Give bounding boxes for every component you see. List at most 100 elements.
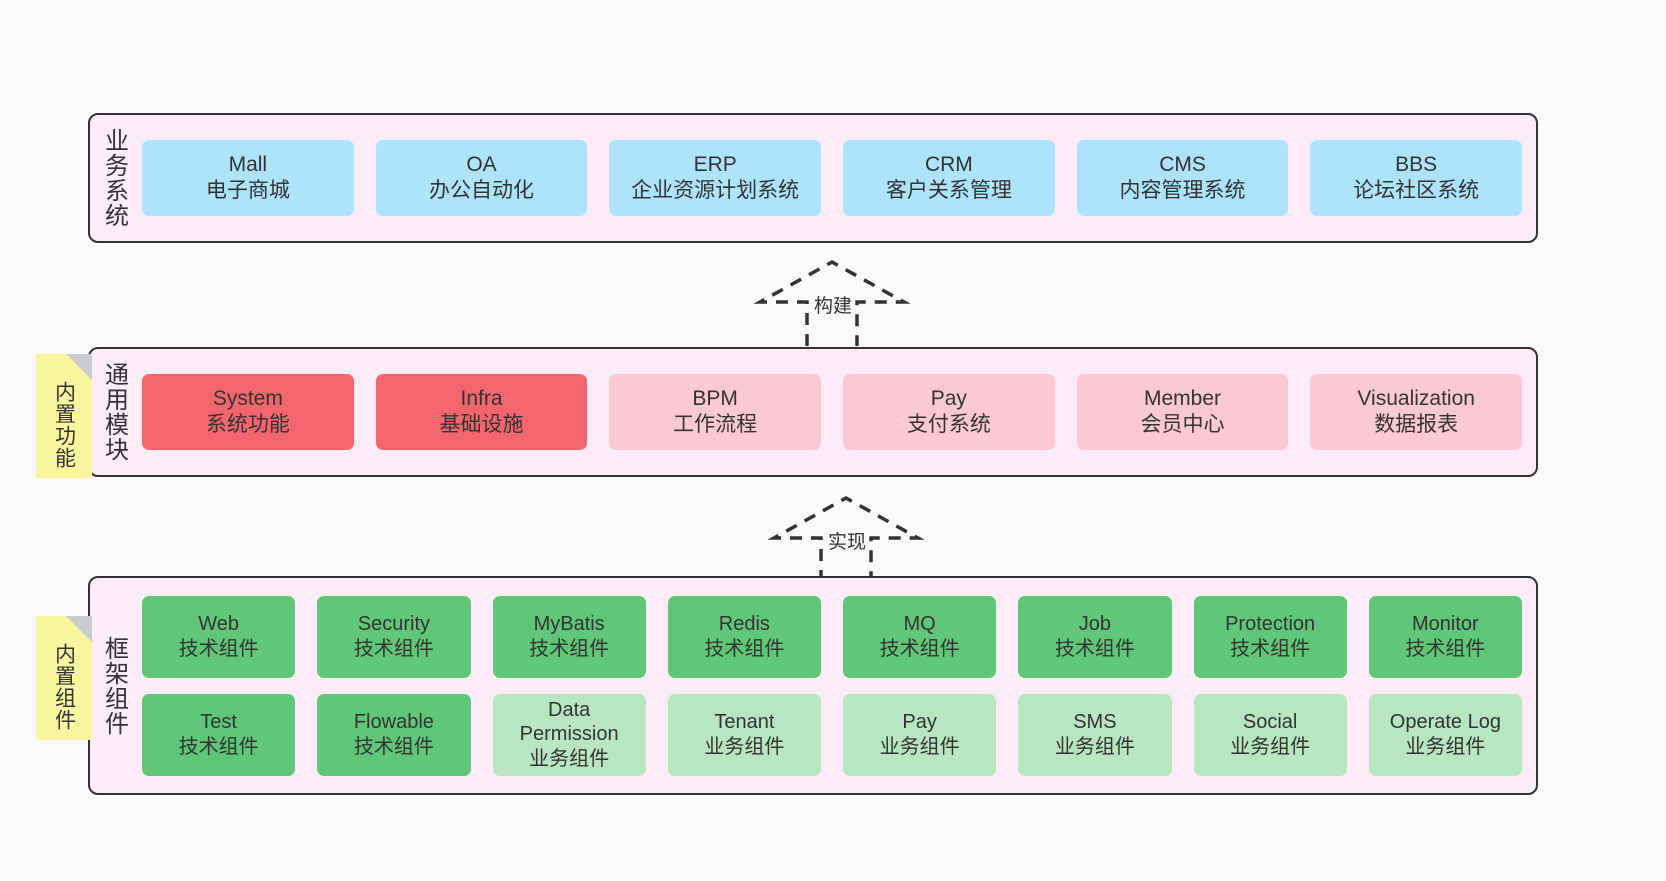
box-subtitle: 电子商城 bbox=[205, 179, 290, 202]
module-box-infra[interactable]: Infra 基础设施 bbox=[375, 374, 588, 450]
framework-box-sms[interactable]: SMS 业务组件 bbox=[1018, 693, 1172, 776]
layer-title-framework: 框架组件 bbox=[100, 635, 128, 736]
module-box-system[interactable]: System 系统功能 bbox=[142, 374, 354, 450]
box-subtitle: 内容管理系统 bbox=[1119, 179, 1246, 202]
framework-box-social[interactable]: Social 业务组件 bbox=[1193, 693, 1347, 776]
box-subtitle: 业务组件 bbox=[1054, 735, 1135, 758]
framework-box-job[interactable]: Job 技术组件 bbox=[1018, 595, 1172, 678]
box-title: Infra bbox=[460, 387, 503, 411]
box-subtitle: 技术组件 bbox=[1230, 637, 1311, 660]
box-title: Pay bbox=[930, 387, 967, 411]
module-box-pay[interactable]: Pay 支付系统 bbox=[843, 374, 1055, 450]
layer-title-modules: 通用模块 bbox=[100, 362, 128, 462]
note-label: 内置功能 bbox=[52, 381, 76, 469]
framework-box-test[interactable]: Test 技术组件 bbox=[142, 693, 296, 776]
box-title: Data Permission bbox=[519, 698, 619, 746]
box-subtitle: 基础设施 bbox=[439, 413, 524, 436]
box-title: Security bbox=[357, 613, 430, 636]
generalization-arrow-icon bbox=[767, 495, 925, 582]
box-title: Visualization bbox=[1357, 387, 1475, 411]
note-label: 内置组件 bbox=[52, 643, 76, 731]
box-subtitle: 技术组件 bbox=[353, 637, 434, 660]
framework-box-tenant[interactable]: Tenant 业务组件 bbox=[667, 693, 821, 776]
box-subtitle: 办公自动化 bbox=[429, 179, 534, 202]
box-title: Protection bbox=[1225, 613, 1316, 636]
framework-box-mybatis[interactable]: MyBatis 技术组件 bbox=[492, 595, 646, 678]
framework-box-security[interactable]: Security 技术组件 bbox=[317, 595, 471, 678]
layer-title-business: 业务系统 bbox=[100, 128, 128, 228]
box-subtitle: 数据报表 bbox=[1374, 413, 1459, 436]
box-title: MQ bbox=[903, 613, 936, 636]
layer-common-modules: 通用模块 System 系统功能 Infra 基础设施 BPM 工作流程 Pay… bbox=[88, 347, 1538, 477]
generalization-arrow-icon bbox=[753, 259, 911, 346]
note-builtin-components: 内置组件 bbox=[36, 616, 92, 740]
framework-box-redis[interactable]: Redis 技术组件 bbox=[667, 595, 821, 678]
business-box-oa[interactable]: OA 办公自动化 bbox=[375, 140, 588, 216]
note-builtin-functions: 内置功能 bbox=[36, 354, 92, 478]
box-title: OA bbox=[466, 153, 497, 177]
layer-business-body: Mall 电子商城 OA 办公自动化 ERP 企业资源计划系统 CRM 客户关系… bbox=[136, 115, 1536, 241]
box-subtitle: 技术组件 bbox=[879, 637, 960, 660]
business-box-cms[interactable]: CMS 内容管理系统 bbox=[1076, 140, 1289, 216]
framework-box-pay[interactable]: Pay 业务组件 bbox=[843, 693, 997, 776]
connector-implement-arrow: 实现 bbox=[766, 492, 926, 588]
box-subtitle: 技术组件 bbox=[1405, 637, 1486, 660]
box-title: Tenant bbox=[714, 711, 775, 734]
business-systems-row: Mall 电子商城 OA 办公自动化 ERP 企业资源计划系统 CRM 客户关系… bbox=[142, 140, 1523, 216]
box-subtitle: 技术组件 bbox=[1054, 637, 1135, 660]
box-title: BPM bbox=[692, 387, 738, 411]
box-subtitle: 支付系统 bbox=[906, 413, 991, 436]
module-box-bpm[interactable]: BPM 工作流程 bbox=[609, 374, 822, 450]
box-subtitle: 业务组件 bbox=[1230, 735, 1311, 758]
box-title: Web bbox=[198, 613, 239, 636]
connector-label-implement: 实现 bbox=[828, 532, 867, 553]
framework-components-row-1: Web 技术组件 Security 技术组件 MyBatis 技术组件 Redi… bbox=[142, 595, 1522, 678]
box-title: BBS bbox=[1395, 153, 1438, 177]
framework-box-operate-log[interactable]: Operate Log 业务组件 bbox=[1368, 693, 1522, 776]
business-box-mall[interactable]: Mall 电子商城 bbox=[142, 140, 354, 216]
box-title: Test bbox=[200, 711, 237, 734]
box-subtitle: 技术组件 bbox=[178, 735, 259, 758]
framework-components-row-2: Test 技术组件 Flowable 技术组件 Data Permission … bbox=[142, 693, 1522, 776]
box-title: Pay bbox=[902, 711, 937, 734]
box-subtitle: 工作流程 bbox=[673, 413, 758, 436]
connector-build-arrow: 构建 bbox=[752, 256, 912, 352]
framework-box-data-permission[interactable]: Data Permission 业务组件 bbox=[492, 693, 646, 776]
box-title: Social bbox=[1242, 711, 1298, 734]
note-fold-corner-icon bbox=[66, 616, 92, 642]
business-box-bbs[interactable]: BBS 论坛社区系统 bbox=[1310, 140, 1523, 216]
framework-box-web[interactable]: Web 技术组件 bbox=[142, 595, 296, 678]
module-box-member[interactable]: Member 会员中心 bbox=[1076, 374, 1289, 450]
business-box-erp[interactable]: ERP 企业资源计划系统 bbox=[609, 140, 822, 216]
box-subtitle: 业务组件 bbox=[879, 735, 960, 758]
box-title: MyBatis bbox=[533, 613, 605, 636]
box-subtitle: 会员中心 bbox=[1140, 413, 1225, 436]
module-box-visualization[interactable]: Visualization 数据报表 bbox=[1310, 374, 1523, 450]
box-subtitle: 技术组件 bbox=[704, 637, 785, 660]
box-title: System bbox=[212, 387, 283, 411]
box-subtitle: 技术组件 bbox=[178, 637, 259, 660]
box-title: Mall bbox=[228, 153, 268, 177]
box-title: Redis bbox=[718, 613, 770, 636]
framework-box-protection[interactable]: Protection 技术组件 bbox=[1193, 595, 1347, 678]
box-subtitle: 企业资源计划系统 bbox=[631, 179, 800, 202]
layer-modules-body: System 系统功能 Infra 基础设施 BPM 工作流程 Pay 支付系统… bbox=[136, 349, 1536, 475]
framework-box-flowable[interactable]: Flowable 技术组件 bbox=[317, 693, 471, 776]
box-title: ERP bbox=[693, 153, 737, 177]
box-title: CRM bbox=[924, 153, 973, 177]
box-title: CMS bbox=[1159, 153, 1206, 177]
box-subtitle: 技术组件 bbox=[353, 735, 434, 758]
box-subtitle: 客户关系管理 bbox=[885, 179, 1012, 202]
business-box-crm[interactable]: CRM 客户关系管理 bbox=[843, 140, 1055, 216]
box-subtitle: 业务组件 bbox=[1405, 735, 1486, 758]
box-title: SMS bbox=[1073, 711, 1117, 734]
connector-label-build: 构建 bbox=[814, 296, 853, 317]
layer-framework-body: Web 技术组件 Security 技术组件 MyBatis 技术组件 Redi… bbox=[136, 578, 1536, 793]
note-fold-corner-icon bbox=[66, 354, 92, 380]
framework-box-monitor[interactable]: Monitor 技术组件 bbox=[1368, 595, 1522, 678]
common-modules-row: System 系统功能 Infra 基础设施 BPM 工作流程 Pay 支付系统… bbox=[142, 374, 1523, 450]
framework-box-mq[interactable]: MQ 技术组件 bbox=[843, 595, 997, 678]
box-title: Monitor bbox=[1412, 613, 1479, 636]
box-title: Flowable bbox=[353, 711, 434, 734]
